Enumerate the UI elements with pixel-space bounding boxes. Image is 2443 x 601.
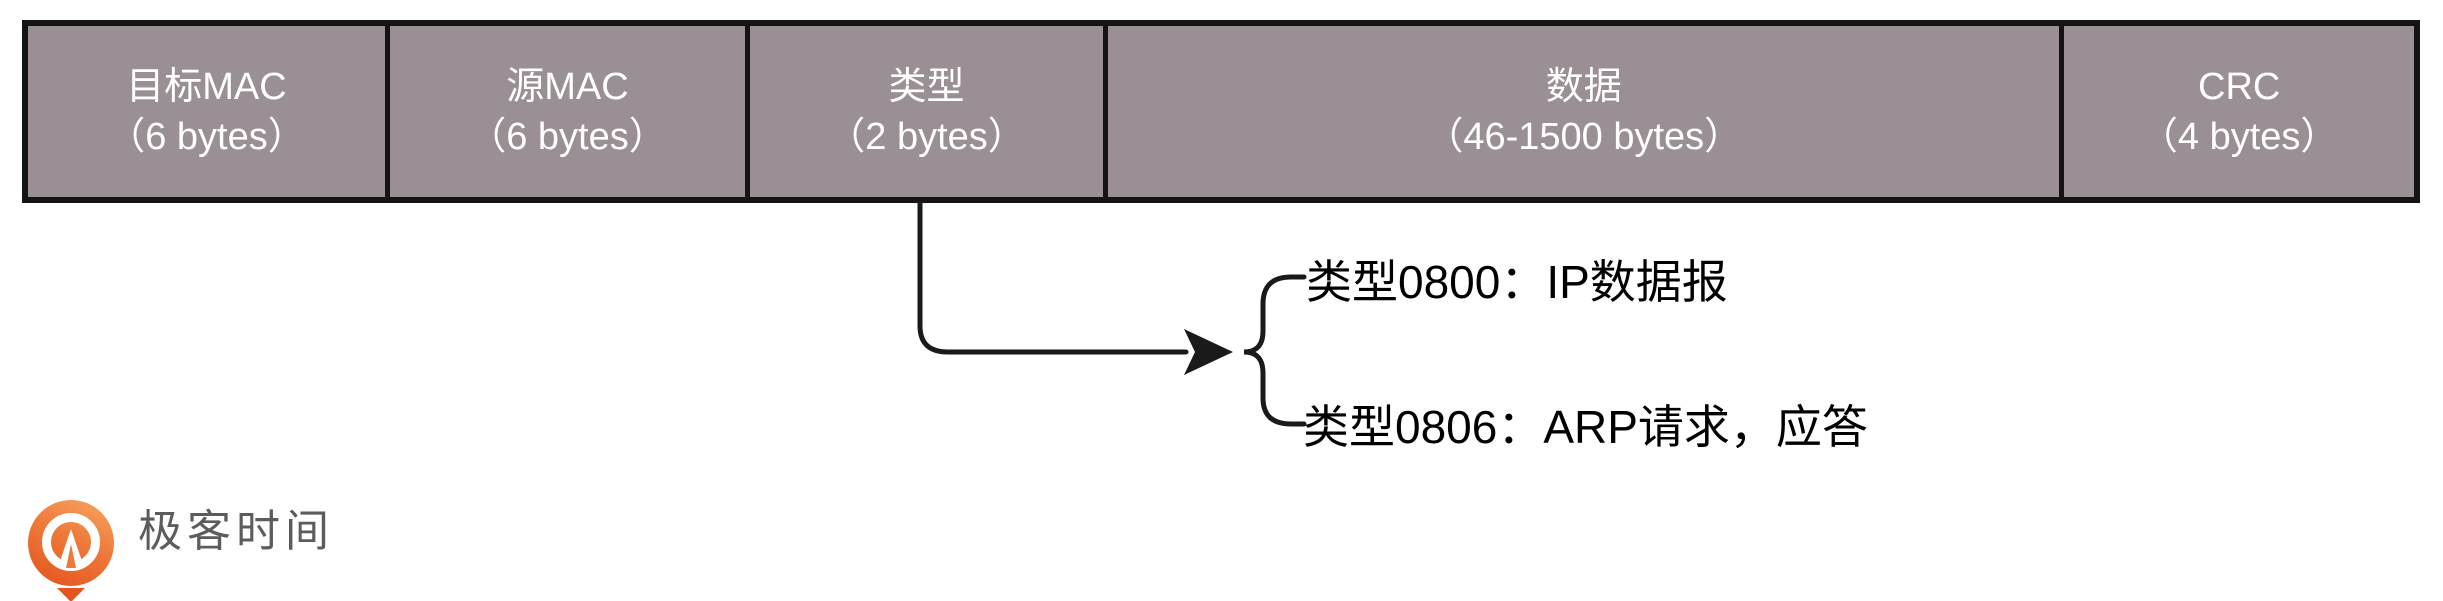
- field-name: 源MAC: [506, 65, 629, 108]
- frame-field-data: 数据 （46-1500 bytes）: [1103, 26, 2059, 197]
- type-arrowhead-icon: [1184, 329, 1233, 375]
- curly-brace: [1243, 274, 1307, 427]
- geektime-logo: 极客时间: [28, 500, 334, 601]
- field-size: （6 bytes）: [107, 115, 306, 158]
- frame-field-crc: CRC （4 bytes）: [2059, 26, 2414, 197]
- field-size: （6 bytes）: [468, 115, 667, 158]
- field-name: 类型: [888, 65, 965, 108]
- frame-field-type: 类型 （2 bytes）: [744, 26, 1103, 197]
- frame-field-dest-mac: 目标MAC （6 bytes）: [28, 26, 385, 197]
- annotation-type-0800: 类型0800：IP数据报: [1306, 256, 1728, 308]
- geektime-pin-icon: [28, 500, 132, 601]
- field-size: （4 bytes）: [2139, 115, 2339, 158]
- field-name: 数据: [1545, 65, 1622, 108]
- ethernet-frame-table: 目标MAC （6 bytes） 源MAC （6 bytes） 类型 （2 byt…: [22, 20, 2420, 203]
- frame-field-src-mac: 源MAC （6 bytes）: [384, 26, 745, 197]
- field-size: （46-1500 bytes）: [1425, 115, 1743, 158]
- type-arrow-line: [917, 200, 1189, 355]
- field-size: （2 bytes）: [827, 115, 1026, 158]
- geektime-logo-text: 极客时间: [138, 507, 334, 556]
- field-name: 目标MAC: [126, 65, 287, 108]
- field-name: CRC: [2198, 65, 2281, 108]
- annotation-type-0806: 类型0806：ARP请求，应答: [1303, 401, 1868, 453]
